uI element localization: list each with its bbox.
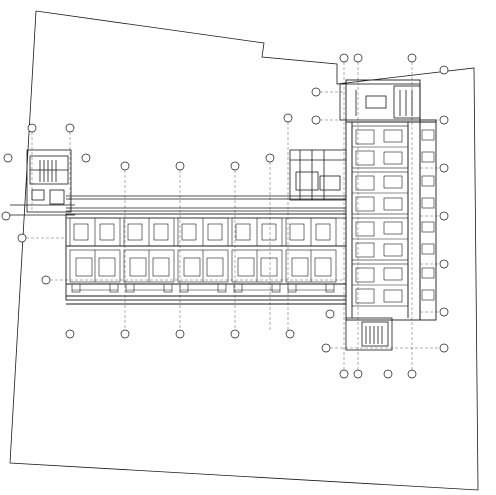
grid-bubble [339,369,349,379]
grid-bubble [439,163,449,173]
bed [383,197,403,211]
bed [383,243,403,257]
balcony-planter [421,151,435,163]
bathroom [355,288,375,304]
balcony-planter [71,283,81,293]
balcony-planter [109,283,119,293]
grid-bubble [65,123,75,133]
grid-bubble [353,53,363,63]
grid-bubble [311,87,321,97]
bed [383,267,403,281]
grid-bubble [439,343,449,353]
grid-bubble [439,259,449,269]
grid-bubble [120,161,130,171]
west-stair-block [10,149,75,216]
bathroom [181,223,197,241]
grid-bubble [230,329,240,339]
grid-bubble [407,369,417,379]
bathroom [355,221,375,237]
main-wing-rooms [69,217,337,293]
bathroom [289,223,305,241]
grid-bubble [407,53,417,63]
grid-bubble [3,153,13,163]
grid-bubble [283,113,293,123]
grid-bubble [1,211,11,221]
grid-bubble [81,153,91,163]
grid-bubble [230,161,240,171]
bathroom [261,223,277,241]
balcony-planter [271,283,281,293]
balcony-planter [421,221,435,233]
grid-bubble [120,329,130,339]
bed [75,257,93,277]
bathroom [355,196,375,212]
bathroom [315,223,331,241]
grid-bubble [439,115,449,125]
structural-grid [1,53,449,379]
grid-bubble [439,65,449,75]
bed [183,257,201,277]
balcony-planter [421,243,435,255]
grid-bubble [383,369,393,379]
bathroom [355,150,375,166]
southeast-stair-block [345,317,393,351]
bed [206,257,224,277]
grid-bubble [175,161,185,171]
grid-bubble [439,211,449,221]
bathroom [73,223,89,241]
bathroom [153,223,169,241]
grid-bubble [311,115,321,125]
bed [98,257,116,277]
bed [260,257,278,277]
grid-bubble [325,309,335,319]
grid-bubble [265,153,275,163]
bed [383,129,403,143]
bathroom [355,175,375,191]
balcony-planter [421,197,435,209]
balcony-planter [325,283,335,293]
bathroom [127,223,143,241]
east-wing-rooms [351,125,435,307]
bathroom [99,223,115,241]
bed [314,257,332,277]
bathroom [355,129,375,145]
bed [129,257,147,277]
grid-bubble [17,233,27,243]
bed [383,175,403,189]
balcony-planter [421,289,435,301]
grid-bubble [65,329,75,339]
site-boundary [9,10,479,491]
grid-bubble [175,329,185,339]
balcony-planter [163,283,173,293]
balcony-planter [421,267,435,279]
balcony-planter [233,283,243,293]
grid-bubble [339,53,349,63]
grid-bubble [41,275,51,285]
balcony-planter [421,129,435,141]
bathroom [235,223,251,241]
grid-bubble [285,329,295,339]
balcony-planter [125,283,135,293]
grid-bubble [439,307,449,317]
bed [383,151,403,165]
balcony-planter [217,283,227,293]
bed [291,257,309,277]
bed [383,289,403,303]
grid-bubble [353,369,363,379]
bed [152,257,170,277]
bed [237,257,255,277]
bathroom [355,242,375,258]
bed [383,221,403,235]
bathroom [355,267,375,283]
grid-bubble [27,123,37,133]
balcony-planter [421,175,435,187]
central-core [289,149,347,201]
bathroom [207,223,223,241]
grid-bubble [321,343,331,353]
